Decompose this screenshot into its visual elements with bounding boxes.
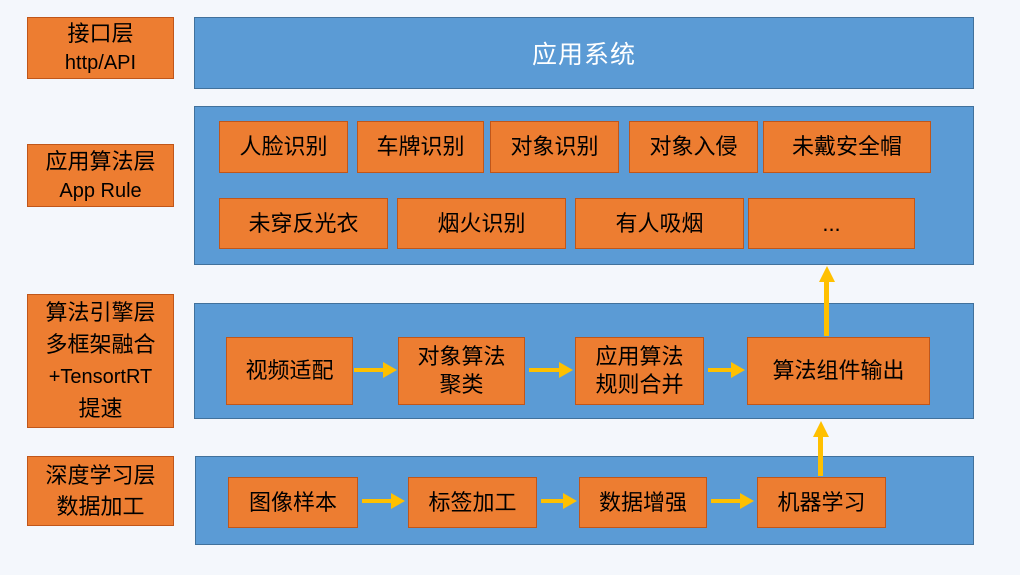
layer-label-app-rule: 应用算法层 App Rule <box>27 144 174 207</box>
box-plate-recognition-label: 车牌识别 <box>376 134 465 159</box>
box-object-algo-cluster-line2: 聚类 <box>439 372 484 397</box>
box-video-adapt: 视频适配 <box>226 337 353 405</box>
box-object-algo-cluster: 对象算法 聚类 <box>398 337 525 405</box>
box-object-intrusion: 对象入侵 <box>629 121 758 173</box>
arrow-shaft <box>362 499 392 503</box>
box-app-rule-merge: 应用算法 规则合并 <box>575 337 704 405</box>
box-fire-smoke-recognition: 烟火识别 <box>397 198 566 249</box>
arrow-head-icon <box>563 493 577 509</box>
box-no-helmet: 未戴安全帽 <box>763 121 931 173</box>
box-face-recognition-label: 人脸识别 <box>239 134 328 159</box>
box-algo-component-output: 算法组件输出 <box>747 337 930 405</box>
box-video-adapt-label: 视频适配 <box>245 358 334 383</box>
layer-label-interface-line2: http/API <box>64 52 137 74</box>
arrow-shaft <box>529 368 560 372</box>
arrow-head-icon <box>740 493 754 509</box>
box-data-augmentation-label: 数据增强 <box>598 489 687 515</box>
band-deep-learning: 图像样本 标签加工 数据增强 机器学习 <box>195 456 974 545</box>
arrow-head-icon <box>391 493 405 509</box>
arrow-head-icon <box>819 266 835 282</box>
arrow-shaft <box>824 280 829 336</box>
layer-label-deep-learning: 深度学习层 数据加工 <box>27 456 174 526</box>
box-no-reflective-vest-label: 未穿反光衣 <box>248 210 359 236</box>
box-object-algo-cluster-line1: 对象算法 <box>417 344 506 369</box>
box-object-intrusion-label: 对象入侵 <box>649 134 738 159</box>
band-app-system: 应用系统 <box>194 17 974 89</box>
arrow-head-icon <box>813 421 829 437</box>
arrow-shaft <box>354 368 384 372</box>
box-app-rule-merge-line2: 规则合并 <box>595 372 684 397</box>
layer-label-app-rule-line2: App Rule <box>59 179 142 202</box>
layer-label-deep-learning-line1: 深度学习层 <box>45 463 156 488</box>
box-app-rule-merge-line1: 应用算法 <box>595 344 684 369</box>
band-app-system-title-wrap: 应用系统 <box>195 18 973 88</box>
box-machine-learning: 机器学习 <box>757 477 886 528</box>
arrow-shaft <box>818 435 823 476</box>
layer-label-deep-learning-line2: 数据加工 <box>56 494 145 519</box>
band-engine: 视频适配 对象算法 聚类 应用算法 规则合并 算法组件输出 <box>194 303 974 419</box>
box-no-reflective-vest: 未穿反光衣 <box>219 198 388 249</box>
arrow-head-icon <box>383 362 397 378</box>
box-face-recognition: 人脸识别 <box>219 121 348 173</box>
box-image-samples: 图像样本 <box>228 477 358 528</box>
layer-label-engine-line3: +TensortRT <box>48 366 153 388</box>
box-data-augmentation: 数据增强 <box>579 477 707 528</box>
box-more-rules: ... <box>748 198 915 249</box>
layer-label-engine-line2: 多框架融合 <box>45 332 156 357</box>
arrow-shaft <box>711 499 741 503</box>
arrow-head-icon <box>731 362 745 378</box>
arrow-shaft <box>708 368 732 372</box>
box-more-rules-label: ... <box>822 210 841 236</box>
box-image-samples-label: 图像样本 <box>248 489 337 515</box>
layer-label-engine: 算法引擎层 多框架融合 +TensortRT 提速 <box>27 294 174 428</box>
band-app-system-title: 应用系统 <box>531 41 636 69</box>
box-object-recognition-label: 对象识别 <box>510 134 599 159</box>
box-label-processing: 标签加工 <box>408 477 537 528</box>
arrow-head-icon <box>559 362 573 378</box>
layer-label-engine-line1: 算法引擎层 <box>45 300 156 325</box>
band-app-rules: 人脸识别 车牌识别 对象识别 对象入侵 未戴安全帽 未穿反光衣 烟火识别 有人吸… <box>194 106 974 265</box>
arrow-shaft <box>541 499 564 503</box>
box-machine-learning-label: 机器学习 <box>777 489 866 515</box>
layer-label-engine-line4: 提速 <box>78 396 123 421</box>
box-no-helmet-label: 未戴安全帽 <box>791 134 902 159</box>
box-smoking-detection: 有人吸烟 <box>575 198 744 249</box>
box-fire-smoke-recognition-label: 烟火识别 <box>437 210 526 236</box>
box-plate-recognition: 车牌识别 <box>357 121 484 173</box>
box-object-recognition: 对象识别 <box>490 121 619 173</box>
layer-label-app-rule-line1: 应用算法层 <box>45 148 156 174</box>
box-label-processing-label: 标签加工 <box>428 489 517 515</box>
layer-label-interface-line1: 接口层 <box>67 21 134 46</box>
box-algo-component-output-label: 算法组件输出 <box>772 358 905 383</box>
layer-label-interface: 接口层 http/API <box>27 17 174 79</box>
box-smoking-detection-label: 有人吸烟 <box>615 210 704 236</box>
